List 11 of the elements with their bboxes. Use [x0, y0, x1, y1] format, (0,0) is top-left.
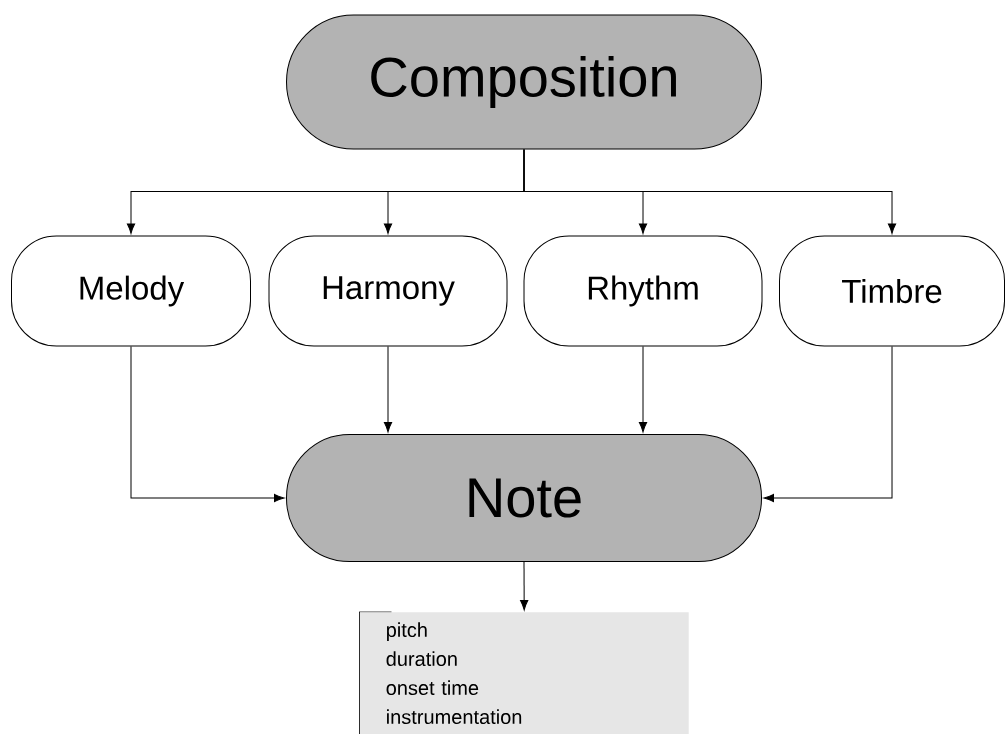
arrow — [763, 346, 893, 503]
rounded-box: Harmony — [268, 235, 508, 347]
rounded-box: Rhythm — [523, 235, 763, 347]
arrow — [520, 561, 529, 611]
rounded-box: Melody — [11, 235, 251, 347]
rounded-box: Timbre — [779, 235, 1005, 347]
arrow — [130, 346, 285, 503]
arrow — [523, 149, 897, 234]
arrow — [383, 346, 393, 433]
attribute-list: pitch duration onset time instrumentation — [359, 612, 689, 734]
arrow — [638, 346, 648, 433]
